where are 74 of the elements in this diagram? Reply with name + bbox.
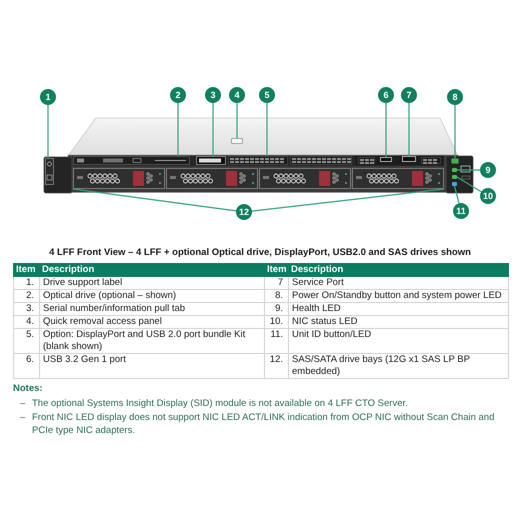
callout-number: 3 bbox=[205, 87, 221, 103]
list-dash: – bbox=[20, 397, 26, 410]
callout-number: 12 bbox=[236, 204, 252, 220]
column-header: Description bbox=[40, 264, 264, 276]
leader-line bbox=[454, 186, 460, 204]
item-number: 10. bbox=[264, 316, 288, 328]
note-text: The optional Systems Insight Display (SID) module is not available on 4 LFF CTO Server. bbox=[32, 397, 409, 410]
leader-line bbox=[266, 103, 268, 156]
item-description: SAS/SATA drive bays (12G x1 SAS LP BP embedded) bbox=[288, 354, 508, 378]
item-number: 7 bbox=[264, 276, 288, 290]
item-description: Unit ID button/LED bbox=[288, 328, 508, 354]
pull-tab bbox=[196, 156, 226, 165]
drive-bay bbox=[73, 168, 165, 189]
leader-line bbox=[47, 105, 49, 158]
item-description: Health LED bbox=[288, 302, 508, 316]
callout-number: 5 bbox=[259, 87, 275, 103]
callout-number: 11 bbox=[453, 203, 469, 219]
callout-number: 1 bbox=[40, 89, 56, 105]
leader-line bbox=[385, 103, 387, 157]
notes-heading: Notes: bbox=[13, 383, 43, 394]
callout-number: 7 bbox=[401, 87, 417, 103]
item-number: 12. bbox=[264, 354, 288, 378]
item-number: 3. bbox=[14, 302, 40, 316]
list-dash: – bbox=[20, 411, 26, 424]
callout-number: 10 bbox=[480, 188, 496, 204]
column-header: Item bbox=[264, 264, 288, 276]
item-number: 4. bbox=[14, 316, 40, 328]
callout-number: 4 bbox=[229, 87, 245, 103]
item-description: Optical drive (optional – shown) bbox=[40, 290, 264, 302]
item-description: Service Port bbox=[288, 276, 508, 290]
item-description: Serial number/information pull tab bbox=[40, 302, 264, 316]
column-header: Description bbox=[288, 264, 508, 276]
item-number: 1. bbox=[14, 276, 40, 290]
leader-line bbox=[72, 188, 236, 212]
item-description: Option: DisplayPort and USB 2.0 port bundle Kit (blank shown) bbox=[40, 328, 264, 354]
blank-panel bbox=[228, 156, 288, 165]
item-number: 6. bbox=[14, 354, 40, 378]
item-description: Quick removal access panel bbox=[40, 316, 264, 328]
drive-bay bbox=[166, 168, 258, 189]
status-led bbox=[452, 168, 457, 172]
usb-port bbox=[380, 157, 392, 162]
item-number: 5. bbox=[14, 328, 40, 354]
optical-drive bbox=[73, 156, 190, 165]
leader-line bbox=[457, 169, 480, 171]
leader-line bbox=[456, 176, 482, 192]
service-port bbox=[402, 156, 416, 162]
caption: 4 LFF Front View – 4 LFF + optional Optical drive, DisplayPort, USB2.0 and SAS drives shown bbox=[48, 247, 472, 258]
column-header: Item bbox=[14, 264, 40, 276]
item-description: NIC status LED bbox=[288, 316, 508, 328]
item-number: 11. bbox=[264, 328, 288, 354]
panel-latch bbox=[231, 138, 243, 144]
item-number: 2. bbox=[14, 290, 40, 302]
callout-number: 9 bbox=[480, 162, 496, 178]
leader-line bbox=[236, 103, 238, 138]
item-number: 9. bbox=[264, 302, 288, 316]
leader-line bbox=[212, 103, 214, 156]
status-led bbox=[452, 182, 457, 186]
leader-line bbox=[252, 188, 444, 212]
item-description: USB 3.2 Gen 1 port bbox=[40, 354, 264, 378]
leader-line bbox=[408, 103, 410, 156]
drive-bay bbox=[259, 168, 351, 189]
status-led bbox=[452, 175, 457, 179]
callout-number: 8 bbox=[447, 89, 463, 105]
item-description: Power On/Standby button and system power LED bbox=[288, 290, 508, 302]
callout-number: 2 bbox=[170, 87, 186, 103]
item-description: Drive support label bbox=[40, 276, 264, 290]
callout-number: 6 bbox=[378, 87, 394, 103]
power-button bbox=[451, 158, 459, 164]
leader-line bbox=[454, 105, 456, 158]
drive-bay bbox=[352, 168, 444, 189]
item-number: 8. bbox=[264, 290, 288, 302]
note-text: Front NIC LED display does not support NIC LED ACT/LINK indication from OCP NIC without Scan Chain and PCIe type NIC adapters. bbox=[32, 411, 496, 437]
leader-line bbox=[177, 103, 179, 156]
label-plate bbox=[45, 158, 54, 185]
